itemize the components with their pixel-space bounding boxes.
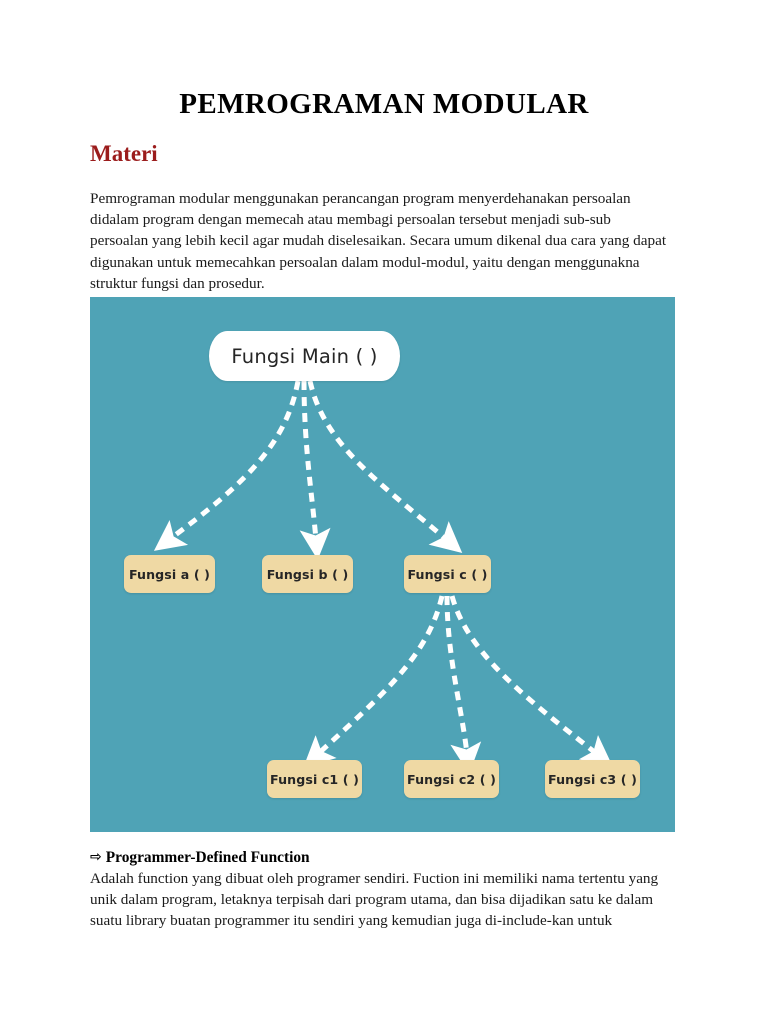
function-hierarchy-diagram: Fungsi Main ( ) Fungsi a ( ) Fungsi b ( …	[90, 297, 675, 832]
diagram-node-label: Fungsi c2 ( )	[407, 771, 496, 787]
diagram-node-fungsi-a[interactable]: Fungsi a ( )	[124, 555, 215, 593]
diagram-node-fungsi-main[interactable]: Fungsi Main ( )	[209, 331, 400, 381]
intro-paragraph: Pemrograman modular menggunakan perancan…	[90, 190, 667, 292]
edge-c-to-c1	[303, 595, 445, 768]
bullet-heading-programmer-defined-function: ⇨Programmer-Defined Function	[90, 849, 310, 867]
diagram-node-label: Fungsi c3 ( )	[548, 771, 637, 787]
page-title: PEMROGRAMAN MODULAR	[179, 88, 589, 120]
diagram-node-label: Fungsi c ( )	[407, 566, 488, 582]
right-arrow-bullet-icon: ⇨	[90, 849, 102, 865]
tail-paragraph: Adalah function yang dibuat oleh program…	[90, 870, 659, 930]
diagram-node-label: Fungsi a ( )	[128, 566, 211, 582]
diagram-node-label: Fungsi c1 ( )	[270, 771, 359, 787]
diagram-node-fungsi-c3[interactable]: Fungsi c3 ( )	[545, 760, 640, 798]
edge-main-to-b	[299, 380, 331, 560]
diagram-node-fungsi-c2[interactable]: Fungsi c2 ( )	[404, 760, 499, 798]
edge-main-to-c	[307, 380, 463, 553]
bullet-heading-label: Programmer-Defined Function	[105, 849, 310, 866]
section-heading-materi: Materi	[90, 141, 158, 166]
diagram-node-label: Fungsi b ( )	[266, 566, 349, 582]
edge-c-to-c3	[449, 595, 613, 767]
edge-main-to-a	[153, 380, 301, 551]
diagram-node-fungsi-c1[interactable]: Fungsi c1 ( )	[267, 760, 362, 798]
edge-c-to-c2	[444, 595, 482, 774]
diagram-node-fungsi-c[interactable]: Fungsi c ( )	[404, 555, 491, 593]
diagram-connectors	[153, 380, 613, 774]
diagram-node-label: Fungsi Main ( )	[231, 344, 378, 368]
diagram-node-fungsi-b[interactable]: Fungsi b ( )	[262, 555, 353, 593]
